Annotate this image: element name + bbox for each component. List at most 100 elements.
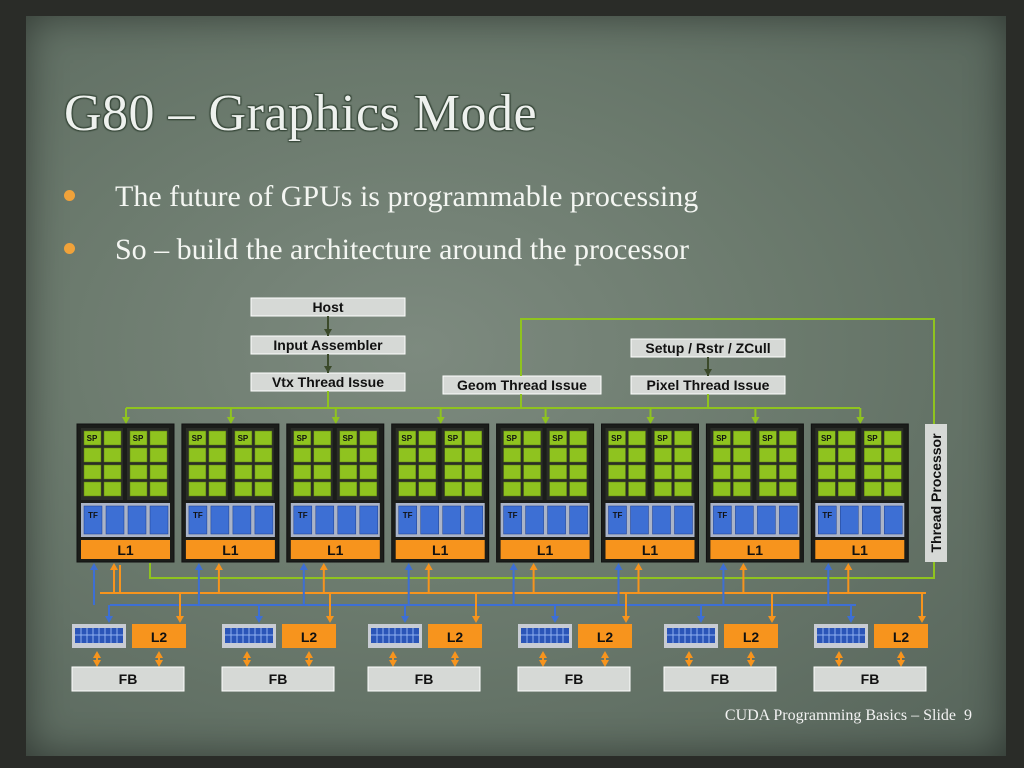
texture-filter-cell [779, 505, 798, 535]
texture-filter-cell [315, 505, 335, 535]
streaming-processor-cell [234, 464, 253, 480]
streaming-processor-cell [129, 481, 148, 497]
streaming-processor-cell [654, 481, 672, 497]
sp-label: SP [716, 434, 727, 443]
streaming-processor-cell [884, 464, 902, 480]
streaming-processor-cell [549, 430, 567, 446]
arrow-head [194, 563, 203, 570]
streaming-processor-cell [444, 430, 462, 446]
frame-buffer-box [813, 666, 927, 692]
arrow-head [226, 417, 235, 424]
arrow-head [110, 563, 118, 570]
l2-cache [282, 624, 336, 648]
streaming-processor-cell [818, 447, 836, 463]
arrow-head [897, 651, 905, 658]
arrow-head [685, 651, 693, 658]
streaming-processor-cell [759, 464, 777, 480]
frame-buffer-box [221, 666, 335, 692]
bullet-dot-icon [64, 242, 75, 254]
arrow-head [539, 660, 547, 667]
arrow-head [614, 563, 623, 570]
streaming-processor-cell [234, 447, 253, 463]
streaming-processor-cell [464, 447, 482, 463]
l2-label: L2 [301, 629, 318, 645]
tf-label: TF [403, 511, 413, 520]
arrow-head [918, 616, 926, 623]
streaming-processor-cell [733, 447, 751, 463]
texture-filter-cell [210, 505, 230, 535]
streaming-processor-cell [398, 447, 416, 463]
streaming-processor-cell [339, 464, 358, 480]
arrow-head [319, 563, 328, 570]
bullet-text: The future of GPUs is programmable proce… [115, 180, 699, 213]
streaming-processor-cell [398, 481, 416, 497]
streaming-processor-cell [713, 430, 731, 446]
streaming-processor-cell [628, 464, 646, 480]
l1-label: L1 [327, 542, 344, 558]
streaming-processor-cell [759, 447, 777, 463]
streaming-processor-cell [884, 430, 902, 446]
streaming-processor-cell [464, 481, 482, 497]
tf-label: TF [298, 511, 308, 520]
sp-label: SP [401, 434, 412, 443]
tf-label: TF [88, 511, 98, 520]
arrow-head [529, 563, 538, 570]
texture-filter-cell [232, 505, 252, 535]
streaming-processor-cell [549, 464, 567, 480]
streaming-processor-cell [628, 430, 646, 446]
arrow-head [897, 660, 905, 667]
streaming-processor-cell [503, 447, 521, 463]
arrow-head [856, 417, 865, 424]
streaming-processor-cell [818, 430, 836, 446]
sp-label: SP [611, 434, 622, 443]
texture-filter-cell [359, 505, 379, 535]
l2-label: L2 [447, 629, 464, 645]
streaming-processor-cell [838, 481, 856, 497]
streaming-processor-cell [523, 481, 541, 497]
frame-buffer-box [367, 666, 481, 692]
arrow-head [704, 369, 712, 376]
arrow-head [389, 651, 397, 658]
streaming-processor-cell [313, 447, 332, 463]
streaming-processor-cell [83, 430, 102, 446]
arrow-head [601, 660, 609, 667]
streaming-processor-cell [818, 481, 836, 497]
sp-label: SP [821, 434, 832, 443]
l1-cache [81, 540, 170, 559]
tf-label: TF [613, 511, 623, 520]
streaming-processor-cell [523, 464, 541, 480]
sp-label: SP [87, 434, 98, 443]
texture-filter-cell [503, 505, 522, 535]
streaming-processor-cell [234, 481, 253, 497]
texture-filter-cell [420, 505, 439, 535]
streaming-processor-cell [103, 464, 122, 480]
streaming-processor-cell [129, 464, 148, 480]
arrow-head [243, 660, 251, 667]
thread-processor-label: Thread Processor [928, 433, 944, 553]
streaming-processor-cell [759, 430, 777, 446]
arrow-head [646, 417, 655, 424]
arrow-head [324, 366, 332, 373]
streaming-processor-cell [523, 430, 541, 446]
sp-label: SP [762, 434, 773, 443]
texture-filter-cell [442, 505, 461, 535]
streaming-processor-cell [549, 481, 567, 497]
fb-label: FB [711, 671, 730, 687]
l2-label: L2 [151, 629, 168, 645]
fb-label: FB [269, 671, 288, 687]
streaming-processor-cell [779, 481, 797, 497]
streaming-processor-cell [83, 464, 102, 480]
streaming-processor-cell [733, 481, 751, 497]
pixel-thread-issue-box-label: Pixel Thread Issue [647, 377, 770, 393]
fb-label: FB [565, 671, 584, 687]
texture-filter-cell [547, 505, 566, 535]
streaming-processor-cell [779, 447, 797, 463]
streaming-processor-cell [444, 481, 462, 497]
streaming-processor-cell [103, 481, 122, 497]
host-box-label: Host [312, 299, 343, 315]
l1-cache [290, 540, 380, 559]
streaming-processor-cell [149, 447, 168, 463]
bullet-item: So – build the architecture around the p… [64, 233, 689, 267]
streaming-processor-cell [293, 430, 312, 446]
